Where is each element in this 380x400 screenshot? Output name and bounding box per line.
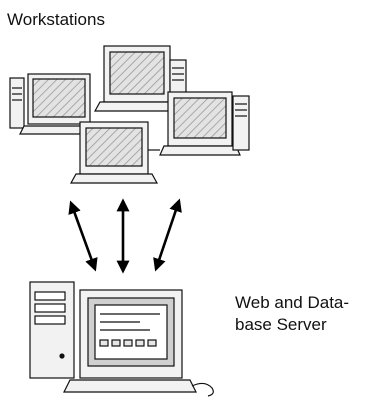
server-label-line1: Web and Data-	[235, 293, 350, 312]
workstation-computer-icon	[9, 73, 99, 135]
double-headed-arrow-icon	[153, 198, 182, 272]
double-headed-arrow-icon	[68, 200, 98, 272]
workstation-computer-icon	[69, 121, 160, 184]
workstation-computer-icon	[93, 45, 187, 112]
server-computer-icon	[29, 281, 214, 397]
server-label: Web and Data- base Server	[235, 292, 349, 336]
server-label-line2: base Server	[235, 315, 327, 334]
workstation-computer-icon	[159, 91, 250, 156]
workstations-label: Workstations	[7, 10, 105, 29]
